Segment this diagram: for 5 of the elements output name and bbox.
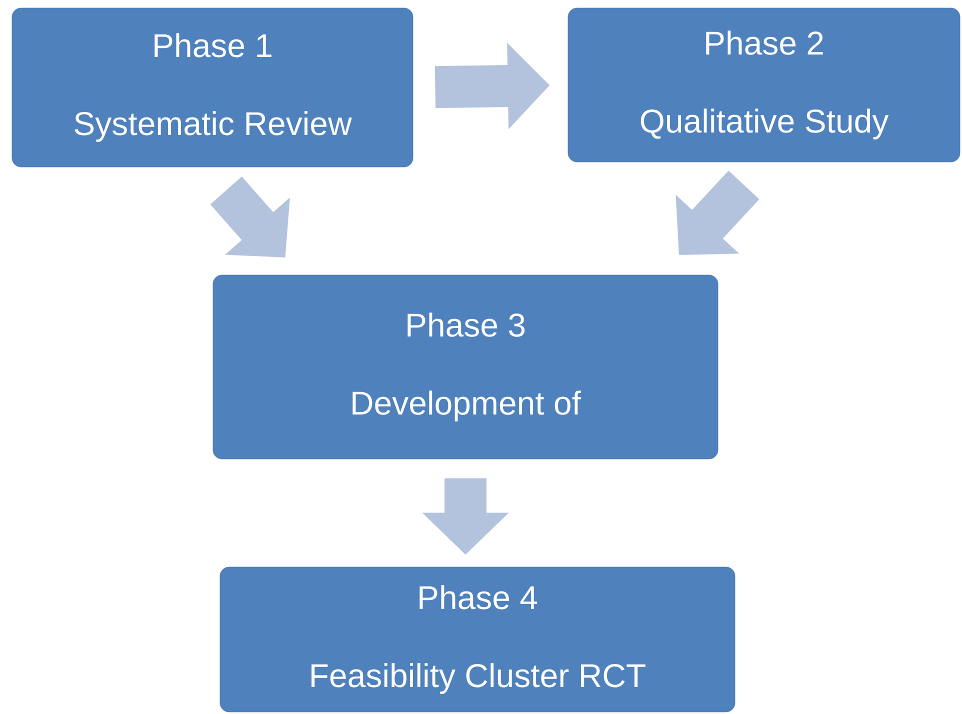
process-box: Phase 1 Systematic Review bbox=[12, 8, 414, 168]
process-box: Phase 3 Development of bbox=[212, 274, 718, 460]
block-arrow bbox=[210, 176, 290, 258]
process-box: Phase 2 Qualitative Study bbox=[568, 8, 960, 162]
process-box: Phase 4 Feasibility Cluster RCT bbox=[220, 566, 736, 712]
